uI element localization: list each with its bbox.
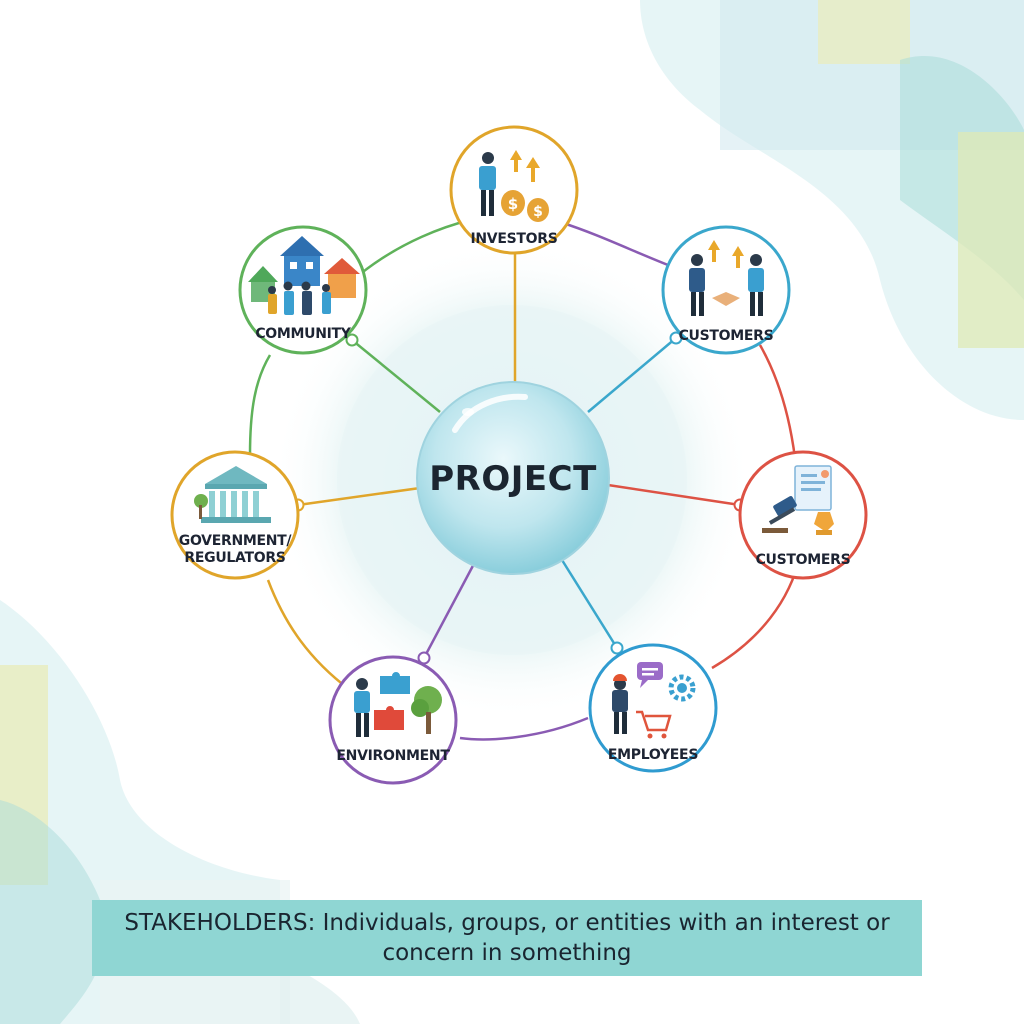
caption-term: STAKEHOLDERS: — [124, 910, 316, 936]
stakeholder-label: CUSTOMERS — [756, 552, 851, 568]
stakeholder-label: COMMUNITY — [255, 326, 351, 342]
stakeholder-node-customers-top[interactable]: CUSTOMERS — [661, 225, 791, 355]
stakeholder-node-government[interactable]: GOVERNMENT/ REGULATORS — [170, 450, 300, 580]
gavel-contract-icon — [762, 465, 834, 535]
spokes — [297, 252, 741, 659]
caption-line-2: concern in something — [382, 940, 632, 966]
handshake-icon — [689, 240, 764, 316]
stakeholder-label: GOVERNMENT/ — [179, 533, 293, 549]
caption-definition-part1: Individuals, groups, or entities with an… — [322, 910, 890, 936]
government-building-icon — [194, 466, 271, 523]
stakeholder-label: CUSTOMERS — [679, 328, 774, 344]
center-label: PROJECT — [429, 459, 597, 499]
svg-text:$: $ — [533, 204, 543, 220]
center-node: PROJECT — [416, 381, 610, 575]
houses-people-icon — [248, 236, 360, 315]
stakeholder-label: INVESTORS — [470, 231, 557, 247]
stakeholder-node-customers-right[interactable]: CUSTOMERS — [738, 450, 868, 580]
svg-text:$: $ — [508, 195, 518, 213]
stakeholder-node-investors[interactable]: $ $ INVESTORS — [449, 125, 579, 255]
investor-money-icon: $ $ — [479, 150, 549, 222]
stakeholder-label: ENVIRONMENT — [336, 748, 450, 764]
worker-cart-icon — [612, 662, 696, 739]
stakeholder-label: EMPLOYEES — [608, 747, 698, 763]
definition-caption: STAKEHOLDERS: Individuals, groups, or en… — [92, 900, 922, 976]
stakeholder-node-environment[interactable]: ENVIRONMENT — [328, 655, 458, 785]
stakeholder-node-community[interactable]: COMMUNITY — [238, 225, 368, 355]
puzzle-tree-icon — [354, 672, 442, 737]
stakeholder-label-line2: REGULATORS — [184, 550, 285, 566]
stakeholder-node-employees[interactable]: EMPLOYEES — [588, 643, 718, 773]
outer-ring — [248, 218, 802, 741]
caption-line-1: STAKEHOLDERS: Individuals, groups, or en… — [124, 908, 889, 938]
